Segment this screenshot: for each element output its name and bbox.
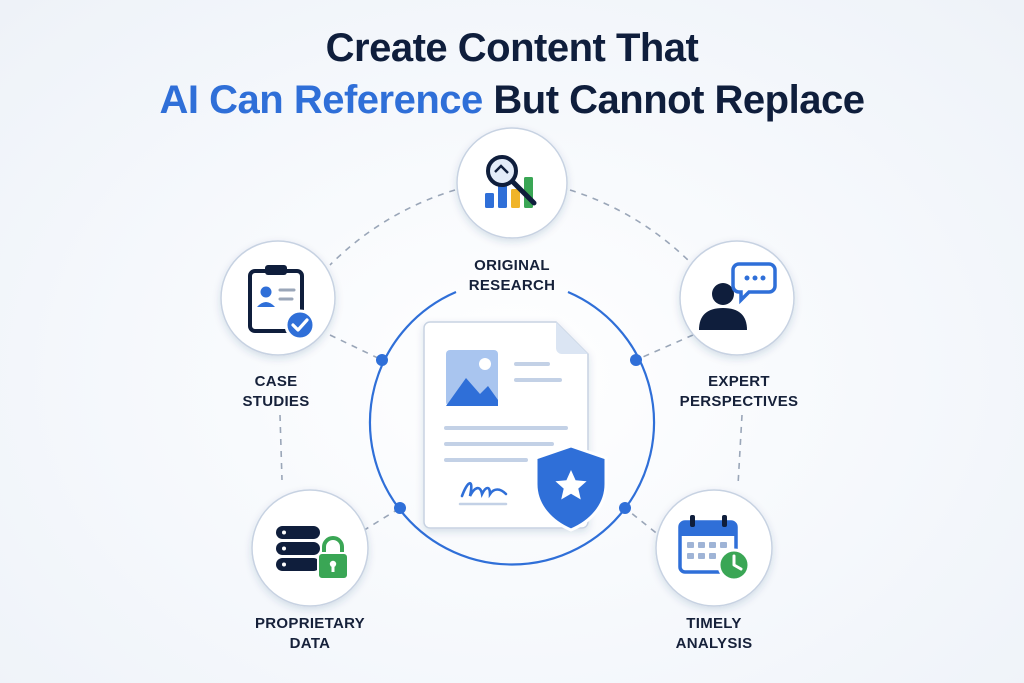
title-line-1: Create Content That [325,26,699,70]
label-line: ANALYSIS [675,635,753,652]
label-line: CASE [254,373,298,390]
label-line: RESEARCH [468,277,556,294]
label-expert-perspectives: EXPERT PERSPECTIVES [629,372,849,412]
label-line: EXPERT [708,373,770,390]
document-shield-icon [423,321,608,532]
signature [460,481,508,499]
title-rest: But Cannot Replace [482,78,865,122]
label-line: ORIGINAL [474,257,550,274]
center-ring [368,290,656,566]
node-circle-expert-perspectives [679,240,795,356]
label-case-studies: CASE STUDIES [166,372,386,412]
title-line-2: AI Can Reference But Cannot Replace [0,78,1024,123]
label-original-research: ORIGINAL RESEARCH [402,256,622,296]
calendar-clock-icon [678,515,751,582]
title-highlight: AI Can Reference [159,78,484,122]
connector-dots [376,354,642,514]
label-line: PERSPECTIVES [679,393,799,410]
label-line: STUDIES [242,393,310,410]
label-line: DATA [289,635,331,652]
database-lock-icon [276,526,349,580]
label-timely-analysis: TIMELY ANALYSIS [604,614,824,654]
clipboard-check-icon [248,265,316,341]
image-icon [446,350,498,406]
label-line: TIMELY [686,615,742,632]
person-chat-icon [699,262,777,330]
magnifier-chart-icon [485,155,537,208]
label-line: PROPRIETARY [255,615,365,632]
dashed-connectors [279,189,743,541]
label-proprietary-data: PROPRIETARY DATA [200,614,420,654]
document-fold [556,322,588,354]
shield-star-icon [534,444,608,532]
